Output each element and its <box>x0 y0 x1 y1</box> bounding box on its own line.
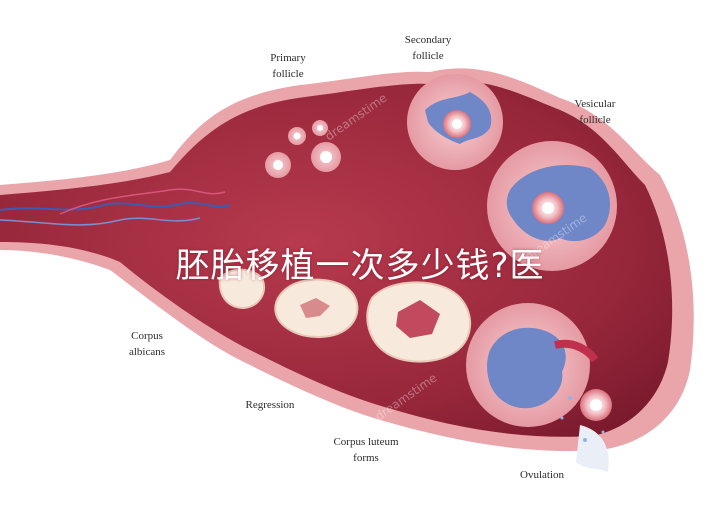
label-ovulation: Ovulation <box>520 469 564 481</box>
ovulating-follicle <box>466 303 612 472</box>
corpus-albicans <box>218 268 265 310</box>
label-secondary-follicle: Secondary follicle <box>404 34 452 62</box>
primary-follicles <box>265 120 341 178</box>
label-corpus-albicans: Corpus albicans <box>128 330 166 358</box>
overlay-caption: 胚胎移植一次多少钱?医 <box>175 246 545 286</box>
label-corpus-luteum-forms: Corpus luteum forms <box>333 436 399 464</box>
label-vesicular-follicle: Vesicular follicle <box>574 98 616 126</box>
vesicular-follicle <box>487 141 617 271</box>
corpus-luteum <box>366 281 471 363</box>
label-primary-follicle: Primary follicle <box>270 52 306 80</box>
label-regression: Regression <box>245 399 295 411</box>
secondary-follicle <box>407 74 503 170</box>
blood-vessel <box>0 217 201 226</box>
regressing-corpus <box>274 278 359 339</box>
blood-vessel <box>59 188 226 215</box>
blood-vessel <box>0 202 231 211</box>
